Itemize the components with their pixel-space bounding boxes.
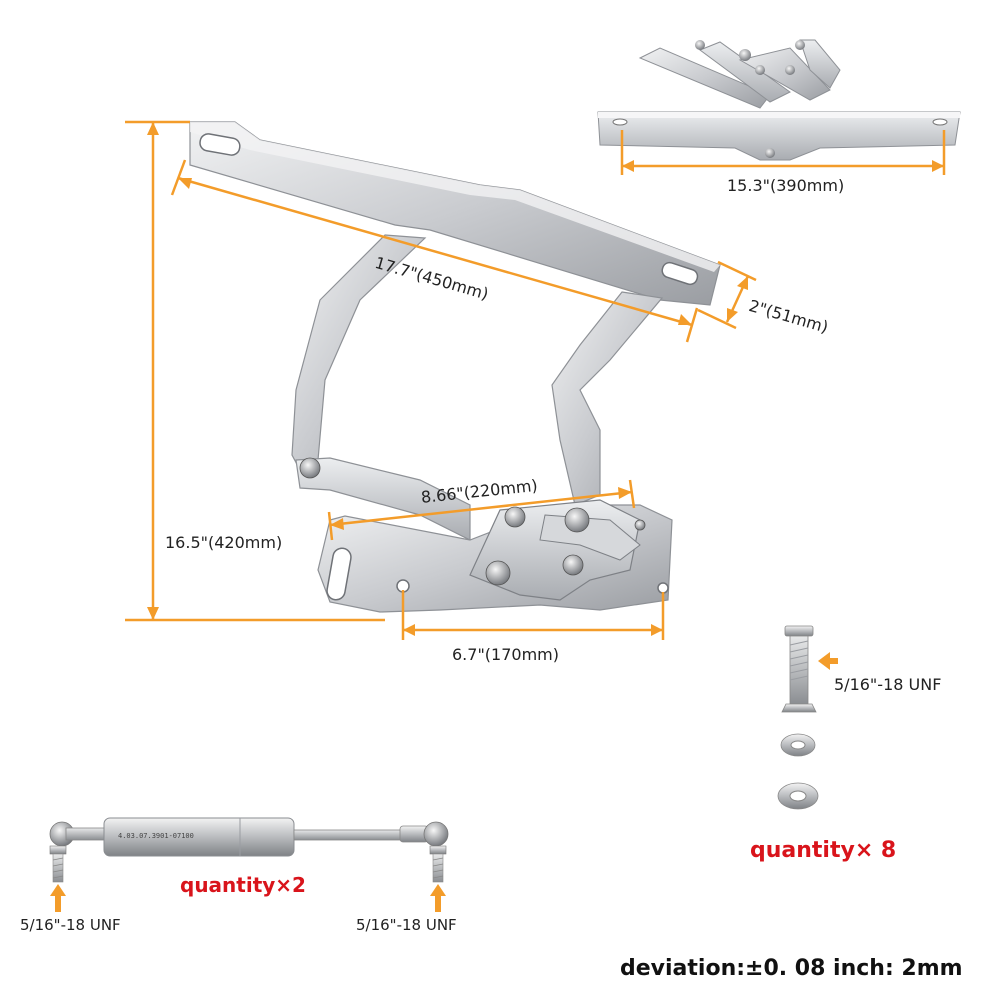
- label-strut-right-thread: 5/16"-18 UNF: [356, 916, 457, 934]
- label-top-width: 15.3"(390mm): [727, 176, 845, 195]
- strut-part-mark: 4.03.07.3901-07100: [118, 832, 194, 840]
- label-bolt-thread: 5/16"-18 UNF: [834, 675, 942, 694]
- bolt-kit: [777, 625, 819, 810]
- label-base-length: 6.7"(170mm): [452, 645, 559, 664]
- dim-mid-link: [327, 479, 636, 541]
- dim-arm-length: [170, 159, 699, 343]
- bolt-thread-arrow: [818, 652, 838, 670]
- strut-left-arrow: [50, 884, 66, 912]
- label-strut-left-thread: 5/16"-18 UNF: [20, 916, 121, 934]
- dim-base-length: [401, 590, 665, 640]
- label-total-height: 16.5"(420mm): [165, 533, 283, 552]
- label-deviation: deviation:±0. 08 inch: 2mm: [620, 956, 963, 981]
- dim-top-width: [620, 130, 946, 175]
- main-hinge: [189, 121, 721, 613]
- top-view-hinge: [597, 39, 961, 161]
- strut-right-arrow: [430, 884, 446, 912]
- label-bolt-quantity: quantity× 8: [750, 838, 897, 863]
- gas-strut: [49, 817, 449, 883]
- label-strut-quantity: quantity×2: [180, 873, 306, 897]
- dim-arm-width: [697, 260, 757, 330]
- dim-total-height: [125, 120, 385, 622]
